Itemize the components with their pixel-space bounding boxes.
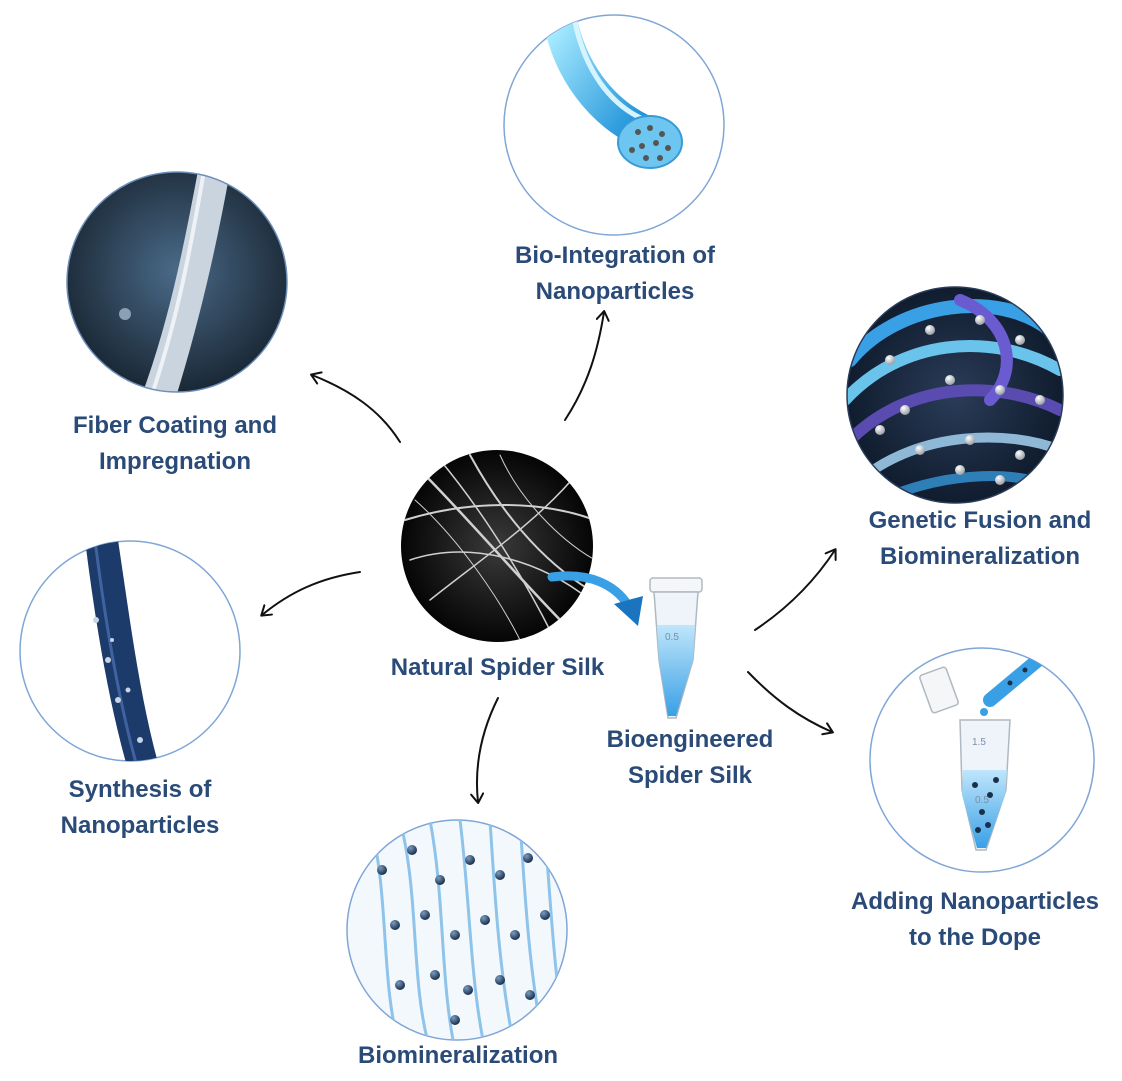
fiber-coating-image [67, 160, 287, 400]
arrow-to-genetic-fusion [755, 550, 835, 630]
dope-tube-mark-top: 1.5 [972, 737, 986, 748]
label-adding-dope: Adding Nanoparticles to the Dope [830, 884, 1120, 956]
label-natural-spider-silk: Natural Spider Silk [370, 650, 625, 686]
label-biomineralization: Biomineralization [338, 1038, 578, 1074]
genetic-fusion-image [845, 287, 1063, 503]
arrow-to-synthesis [262, 572, 360, 615]
label-synthesis: Synthesis of Nanoparticles [20, 772, 260, 844]
bioengineered-tube: 0.5 [650, 578, 702, 718]
natural-spider-silk-image [401, 450, 595, 642]
small-tube-mark: 0.5 [665, 632, 679, 643]
arrow-to-bio-integration [565, 312, 604, 420]
biomineralization-image [347, 820, 567, 1050]
arrow-to-biomineralization [477, 698, 498, 802]
arrow-to-fiber-coating [312, 375, 400, 442]
label-bio-integration: Bio-Integration of Nanoparticles [495, 238, 735, 310]
label-bioengineered-spider-silk: Bioengineered Spider Silk [570, 722, 810, 794]
bio-integration-image [504, 15, 724, 235]
adding-dope-image: 1.5 0.5 [870, 648, 1094, 872]
dope-tube-mark-bottom: 0.5 [975, 795, 989, 806]
label-fiber-coating: Fiber Coating and Impregnation [55, 408, 295, 480]
synthesis-image [20, 540, 240, 770]
label-genetic-fusion: Genetic Fusion and Biomineralization [845, 503, 1115, 575]
